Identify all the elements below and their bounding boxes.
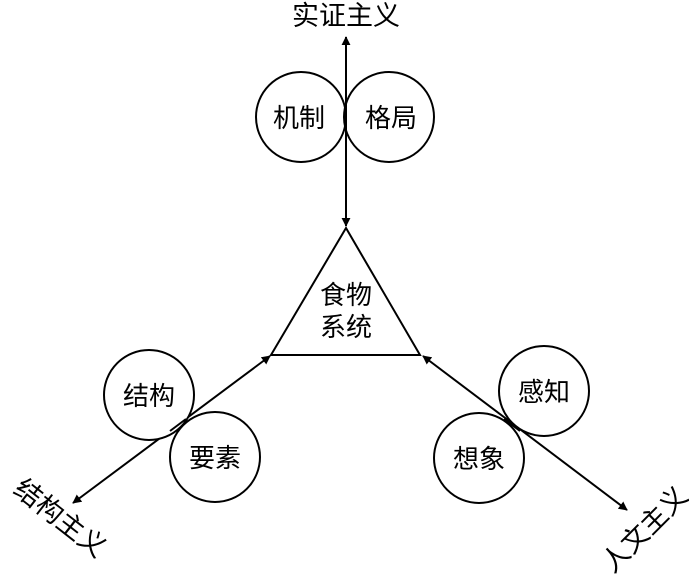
right-axis-segment xyxy=(503,418,521,432)
circle-pattern xyxy=(343,71,435,163)
circle-structure-label: 结构 xyxy=(123,382,175,412)
axis-label-humanism: 人文主义 xyxy=(596,481,694,579)
right-axis-arrow xyxy=(422,355,628,511)
circle-structure xyxy=(103,349,195,441)
circle-perception xyxy=(498,345,590,437)
circle-elements-label: 要素 xyxy=(189,444,241,474)
circle-imagination-label: 想象 xyxy=(453,445,505,475)
axis-label-positivism: 实证主义 xyxy=(292,1,400,32)
circle-elements xyxy=(169,411,261,503)
circle-perception-label: 感知 xyxy=(518,378,570,408)
circle-imagination xyxy=(433,412,525,504)
left-axis-segment xyxy=(169,418,187,432)
center-triangle xyxy=(269,226,422,356)
center-label-line1: 食物 xyxy=(320,281,372,311)
circle-pattern-label: 格局 xyxy=(365,104,417,134)
circle-mechanism-label: 机制 xyxy=(273,104,325,134)
center-label-line2: 系统 xyxy=(320,313,372,343)
